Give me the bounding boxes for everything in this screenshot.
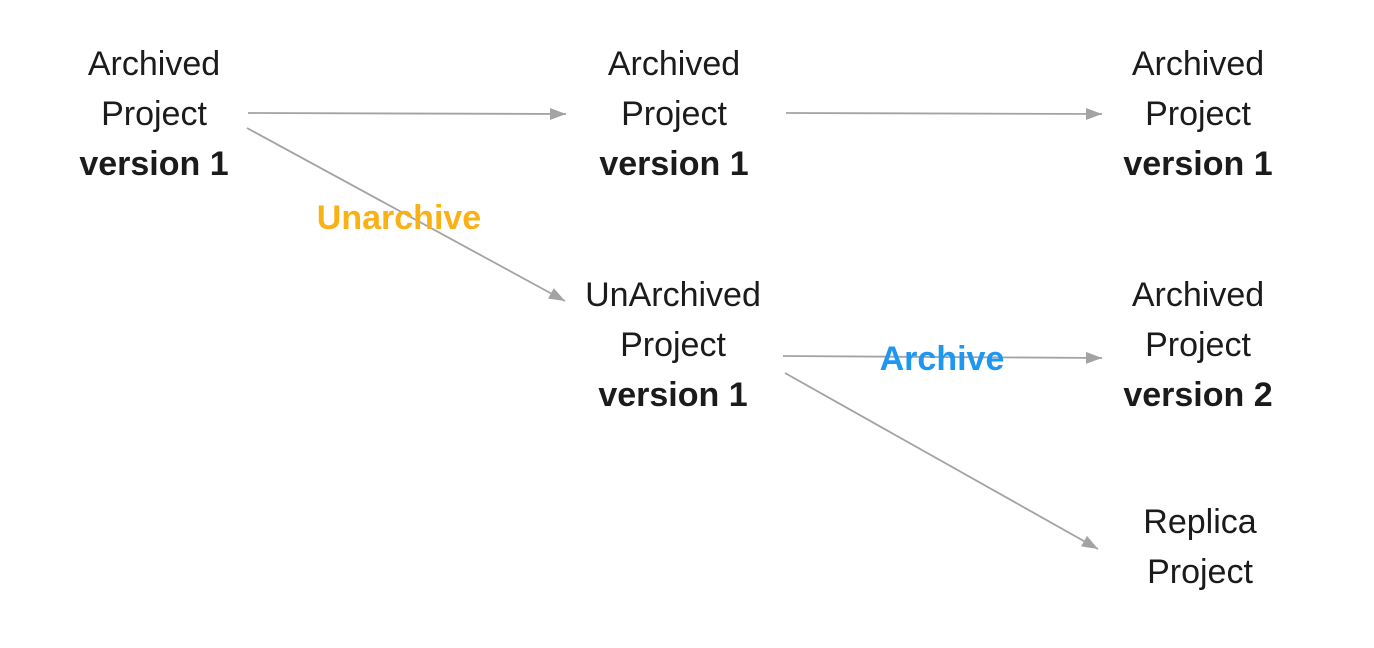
node-archived-project-v1-end: Archived Project version 1	[1123, 39, 1272, 189]
node-title-line: Archived	[1131, 45, 1265, 83]
node-version-label: version 2	[1123, 376, 1273, 414]
node-title-line: UnArchived	[585, 276, 761, 314]
arrow-to-replica	[784, 372, 1099, 550]
node-title-line: Replica	[1143, 503, 1257, 541]
node-archived-project-v1-start: Archived Project version 1	[79, 39, 228, 189]
edge-label-archive: Archive	[879, 340, 1005, 378]
node-archived-project-v1-mid: Archived Project version 1	[599, 39, 748, 189]
node-title-line: Project	[101, 95, 207, 133]
node-version-label: version 1	[598, 376, 748, 414]
arrow-unarchive	[246, 127, 566, 302]
node-archived-project-v2: Archived Project version 2	[1123, 270, 1272, 420]
arrow-archive	[782, 351, 1103, 364]
arrow-v1-start-to-v1-mid	[247, 107, 567, 120]
arrow-v1-mid-to-v1-end	[785, 107, 1103, 120]
node-title-line: Archived	[607, 45, 741, 83]
edge-label-unarchive: Unarchive	[316, 199, 482, 237]
node-title-line: Archived	[87, 45, 221, 83]
node-title-line: Project	[1147, 553, 1253, 591]
node-title-line: Project	[620, 326, 726, 364]
node-version-label: version 1	[79, 145, 229, 183]
node-version-label: version 1	[1123, 145, 1273, 183]
node-title-line: Archived	[1131, 276, 1265, 314]
node-version-label: version 1	[599, 145, 749, 183]
node-title-line: Project	[1145, 95, 1251, 133]
node-title-line: Project	[621, 95, 727, 133]
node-title-line: Project	[1145, 326, 1251, 364]
node-unarchived-project-v1: UnArchived Project version 1	[585, 270, 761, 420]
node-replica-project: Replica Project	[1143, 497, 1256, 597]
